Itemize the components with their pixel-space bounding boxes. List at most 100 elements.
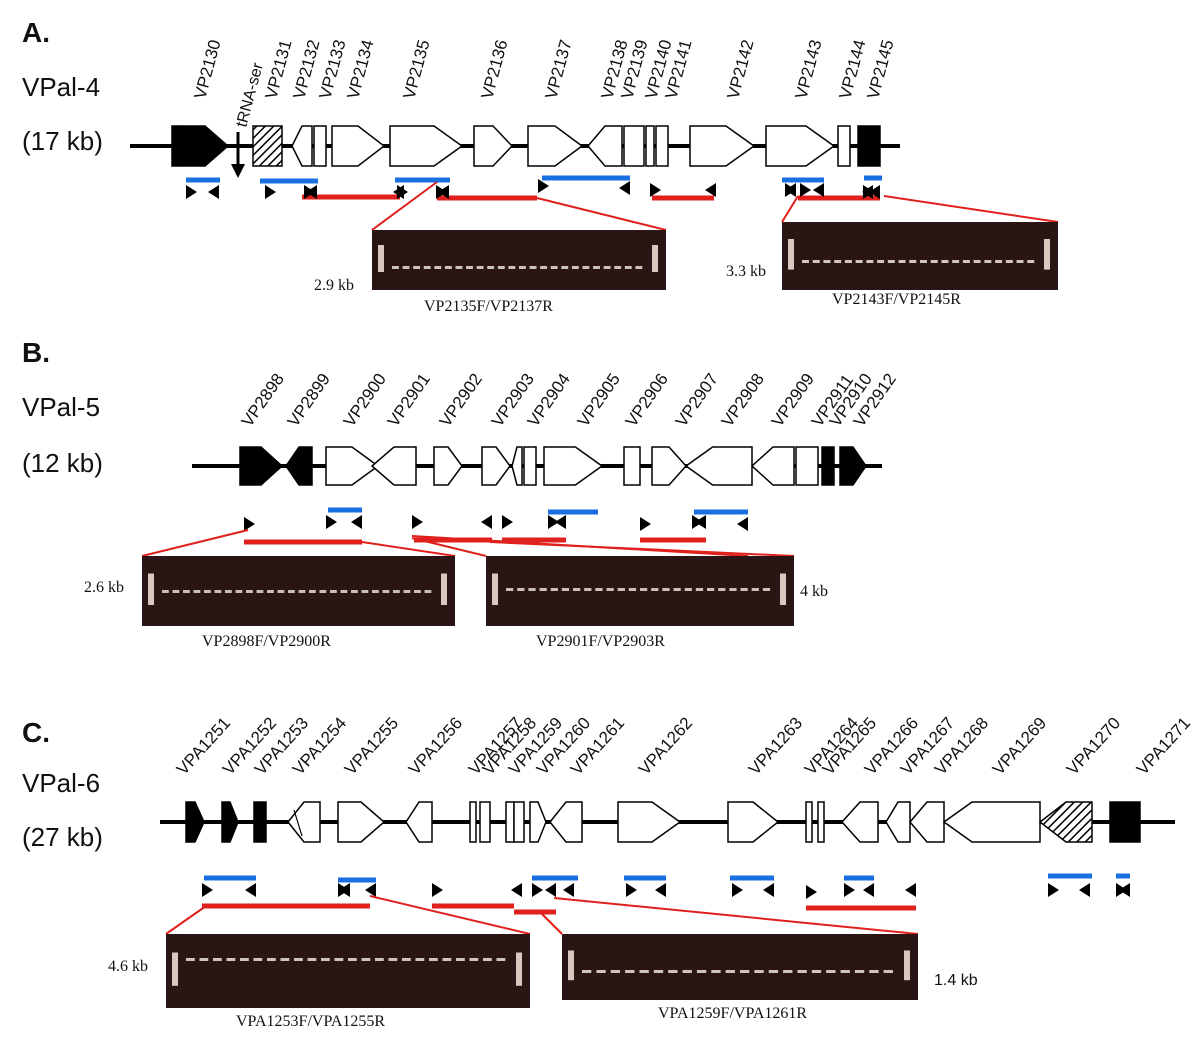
gel-band xyxy=(844,260,852,263)
gel-image xyxy=(782,222,1058,290)
gel-band xyxy=(812,260,820,263)
gene-label: VPA1262 xyxy=(635,714,696,779)
gel-band xyxy=(540,266,548,269)
ladder-lane xyxy=(780,573,786,605)
gel-band xyxy=(740,970,750,973)
gene-label: VP2136 xyxy=(478,38,512,101)
gel-band xyxy=(550,266,558,269)
gene-label: VPA1271 xyxy=(1133,714,1194,779)
gel-band xyxy=(696,970,707,973)
panel-c-island-size: (27 kb) xyxy=(22,822,103,852)
ladder-lane xyxy=(172,952,178,986)
gel-band xyxy=(213,958,222,961)
gel-band xyxy=(625,970,635,973)
gel-band xyxy=(476,266,484,269)
gel-band xyxy=(962,260,970,263)
gel-band xyxy=(561,266,569,269)
reverse-primer-arrow xyxy=(365,883,376,897)
gel-band xyxy=(434,266,442,269)
gel-band xyxy=(506,588,514,591)
gene-arrow xyxy=(1109,801,1141,843)
gel-band xyxy=(898,260,906,263)
gel-band-size: 2.9 kb xyxy=(314,277,354,294)
gel-band xyxy=(539,588,547,591)
reverse-primer-arrow xyxy=(813,183,824,197)
panel-c-gene-map xyxy=(185,801,1141,843)
gel-band xyxy=(487,266,495,269)
gel-band xyxy=(854,970,865,973)
gene-arrow xyxy=(325,446,380,486)
gel-band-size: 4 kb xyxy=(800,583,828,600)
gel-band xyxy=(226,958,236,961)
zoom-line xyxy=(411,537,487,557)
gel-band xyxy=(497,266,505,269)
gel-band xyxy=(423,266,431,269)
reverse-primer-arrow xyxy=(862,185,873,199)
panel-c-pcr-products xyxy=(202,873,1130,915)
gene-arrow xyxy=(527,125,584,167)
gene-arrow xyxy=(313,125,327,167)
gel-band xyxy=(402,958,411,961)
gel-band xyxy=(920,260,927,263)
ladder-lane xyxy=(788,239,794,270)
gel-band xyxy=(321,958,330,961)
reverse-primer-arrow xyxy=(785,183,796,197)
gene-arrow xyxy=(651,446,688,486)
panel-a-gene-map xyxy=(171,125,881,167)
gene-arrow xyxy=(857,125,881,167)
panel-a-gel-2: 3.3 kb VP2143F/VP2145R xyxy=(726,195,1059,308)
gene-arrow xyxy=(840,801,879,843)
gel-image xyxy=(562,934,918,1000)
gel-band xyxy=(869,970,879,973)
gel-band xyxy=(941,260,949,263)
reverse-primer-arrow xyxy=(351,515,362,529)
gel-band xyxy=(294,958,303,961)
gene-arrow xyxy=(481,446,511,486)
panel-c-island-name: VPal-6 xyxy=(22,768,100,798)
gel-band xyxy=(267,958,276,961)
gene-arrow xyxy=(370,446,417,486)
gene-arrow xyxy=(689,125,756,167)
gel-band xyxy=(628,588,637,591)
gel-band xyxy=(298,590,306,593)
forward-primer-arrow xyxy=(626,883,637,897)
forward-primer-arrow xyxy=(650,183,661,197)
gene-arrow xyxy=(623,446,641,486)
gene-label: VP2130 xyxy=(191,38,225,101)
forward-primer-arrow xyxy=(806,885,817,899)
gene-label: VPA1270 xyxy=(1063,714,1124,779)
gel-primer-pair: VP2143F/VP2145R xyxy=(832,291,961,308)
forward-primer-arrow xyxy=(202,883,213,897)
gel-band xyxy=(887,260,895,263)
gene-arrow xyxy=(337,801,386,843)
gene-label: VPA1263 xyxy=(745,714,806,779)
gel-band xyxy=(617,588,625,591)
reverse-primer-arrow xyxy=(905,883,916,897)
gel-band xyxy=(267,590,274,593)
gel-band-size: 4.6 kb xyxy=(108,958,148,975)
reverse-primer-arrow xyxy=(863,883,874,897)
panel-a-island-name: VPal-4 xyxy=(22,72,100,102)
gel-band xyxy=(811,970,822,973)
gel-band xyxy=(909,260,917,263)
reverse-primer-arrow xyxy=(438,185,449,199)
gel-band xyxy=(508,266,516,269)
gel-band xyxy=(711,970,721,973)
gel-band xyxy=(729,588,737,591)
zoom-line xyxy=(883,195,1059,223)
reverse-primer-arrow xyxy=(511,883,522,897)
gel-band xyxy=(751,588,759,591)
forward-primer-arrow xyxy=(800,183,811,197)
gel-band xyxy=(840,970,850,973)
gel-band xyxy=(883,970,893,973)
gene-arrow xyxy=(765,125,836,167)
forward-primer-arrow xyxy=(640,517,651,531)
reverse-primer-arrow xyxy=(869,185,880,199)
gel-band xyxy=(610,970,621,973)
zoom-line xyxy=(165,905,207,935)
gene-arrow xyxy=(942,801,1041,843)
gel-band xyxy=(1005,260,1013,263)
panel-b-gel-2: 4 kb VP2901F/VP2903R xyxy=(411,537,828,650)
gel-band-size: 1.4 kb xyxy=(934,972,978,989)
